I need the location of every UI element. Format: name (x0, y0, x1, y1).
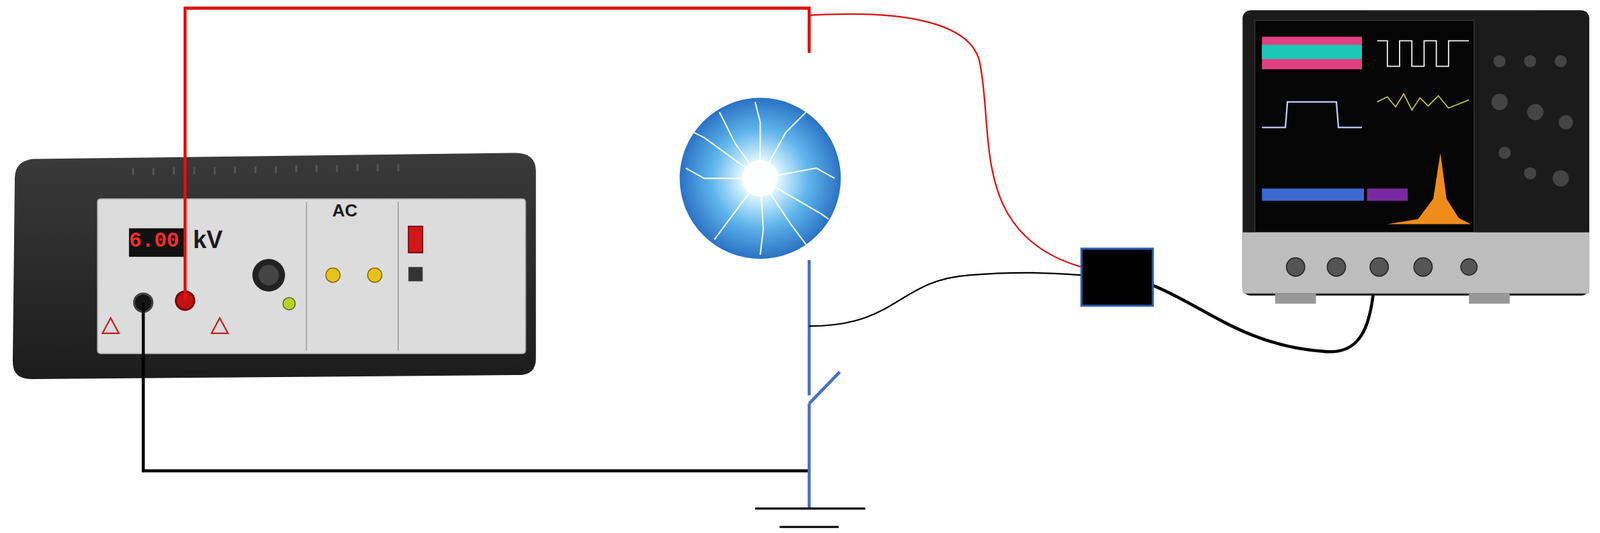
power-supply (12, 152, 537, 380)
unit-label: kV (193, 227, 223, 253)
display-reading: 6.00 (129, 230, 179, 252)
oscilloscope (1242, 10, 1590, 304)
plasma-ball (679, 98, 842, 260)
panel-label: AC (332, 201, 358, 220)
